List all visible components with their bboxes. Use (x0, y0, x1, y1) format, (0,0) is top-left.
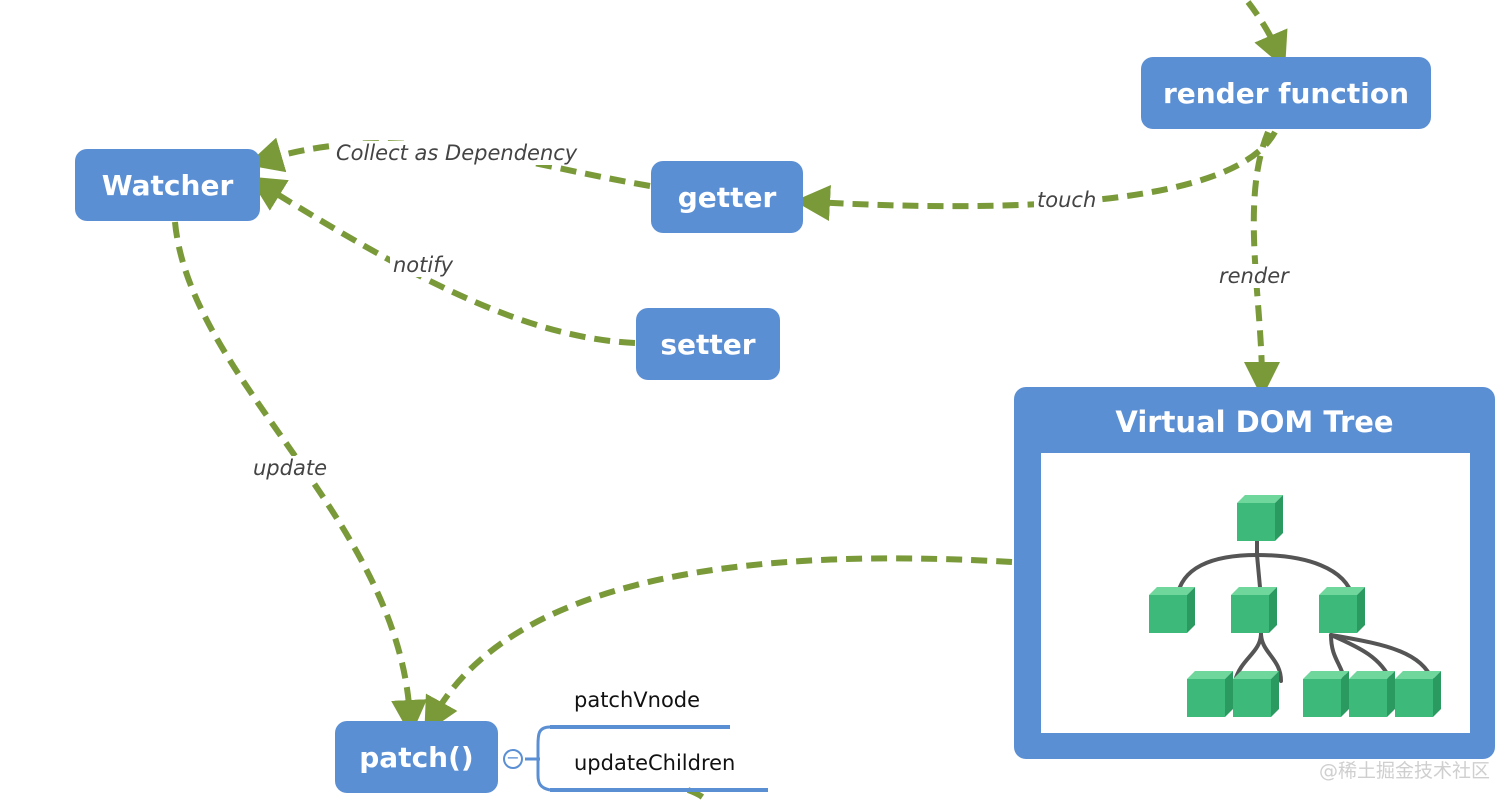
tree-node-cube (1319, 587, 1365, 633)
virtual-dom-title: Virtual DOM Tree (1115, 405, 1394, 439)
tree-illustration (1149, 495, 1441, 717)
tree-node-cube (1233, 671, 1279, 717)
setter-node: setter (636, 308, 780, 380)
underline-patchvnode (550, 725, 730, 729)
edge-update (172, 221, 428, 736)
tree-node-cube (1231, 587, 1277, 633)
patch-child-patchvnode: patchVnode (574, 688, 701, 712)
virtual-dom-tree-panel: Virtual DOM Tree (1014, 387, 1495, 759)
render-function-node: render function (1141, 57, 1431, 129)
tree-node-cube (1237, 495, 1283, 541)
tree-connector (1259, 631, 1283, 683)
patch-node: patch() (335, 721, 498, 793)
label-touch: touch (1034, 188, 1100, 212)
tree-node-cube (1349, 671, 1395, 717)
tree-node-cube (1303, 671, 1349, 717)
label-notify: notify (390, 253, 457, 277)
patch-bracket (525, 725, 551, 792)
label-update: update (250, 456, 330, 480)
edge-incoming-render (1245, 0, 1288, 69)
underline-updatechildren (550, 788, 768, 792)
label-render: render (1216, 264, 1292, 288)
patch-child-updatechildren: updateChildren (574, 751, 736, 775)
virtual-dom-canvas (1041, 453, 1470, 733)
getter-node: getter (651, 161, 803, 233)
edge-vdom-patch (424, 555, 1013, 734)
tree-node-cube (1187, 671, 1233, 717)
collapse-icon[interactable]: − (503, 749, 523, 769)
edge-render (1243, 130, 1280, 398)
watcher-node: Watcher (75, 149, 260, 221)
watermark: @稀土掘金技术社区 (1318, 760, 1490, 782)
label-collect-as-dependency: Collect as Dependency (333, 141, 581, 165)
tree-node-cube (1149, 587, 1195, 633)
edge-notify (248, 176, 636, 346)
tree-node-cube (1395, 671, 1441, 717)
